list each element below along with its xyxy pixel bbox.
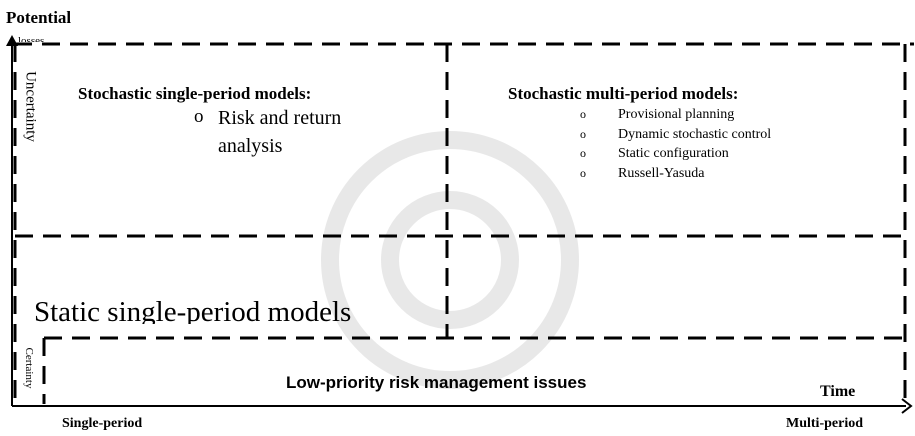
list-item: o Static configuration [580,144,771,164]
background-watermark [321,131,579,389]
y-axis-title-obscured: losses [18,36,45,42]
list-item-text: Provisional planning [618,107,735,122]
time-label: Time [820,383,856,400]
list-item: o Dynamic stochastic control [580,125,771,145]
list-bullet: o [580,165,586,180]
quadrant-top-left-item: Risk and return analysis [218,104,341,160]
list-item-text: Russell-Yasuda [618,165,705,181]
list-item-text: Static configuration [618,146,729,161]
bottom-band-title: Low-priority risk management issues [286,373,587,392]
list-bullet: o [580,107,586,121]
list-item: o Russell-Yasuda [580,164,771,184]
certainty-label-box: Certainty [22,338,36,400]
list-item: o Provisional planning [580,105,771,125]
quadrant-top-left-bullet: o [194,106,204,127]
x-axis-arrow [901,398,913,414]
uncertainty-label: Uncertainty [22,71,39,142]
quadrant-top-left-item-line1: Risk and return [218,107,342,129]
quadrant-top-right-title: Stochastic multi-period models: [508,84,739,103]
list-item-text: Dynamic stochastic control [618,126,772,142]
list-bullet: o [580,126,586,141]
list-bullet: o [580,146,586,160]
certainty-label: Certainty [23,347,35,389]
quadrant-top-left-title: Stochastic single-period models: [78,84,312,103]
quadrant-middle-left-title: Static single-period models [34,296,352,324]
y-axis-title: Potential [6,8,72,27]
x-axis-label-left: Single-period [62,416,143,431]
uncertainty-label-box: Uncertainty [22,54,39,164]
quadrant-top-left-item-line2: analysis [218,135,283,157]
x-axis-label-right: Multi-period [786,416,863,431]
